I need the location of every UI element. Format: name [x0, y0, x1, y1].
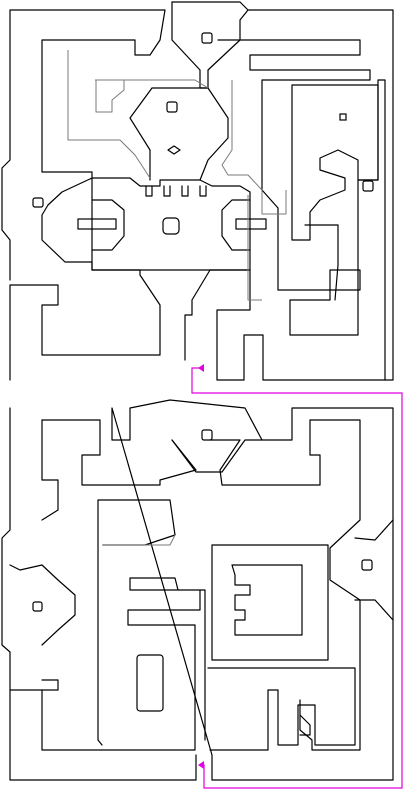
lower-e-shape: [232, 565, 302, 635]
upper-pillar-left: [33, 198, 43, 207]
upper-right-room: [292, 85, 378, 240]
lower-pillar-left: [33, 602, 42, 611]
lower-inner-loop: [42, 420, 205, 750]
upper-pillar-top: [202, 33, 212, 43]
upper-pillar-hourglass: [167, 102, 177, 112]
lower-pillar-long: [137, 655, 163, 711]
upper-inner-right-corridor: [218, 40, 385, 380]
upper-hourglass: [130, 88, 228, 180]
lower-left-bulge: [10, 565, 58, 690]
upper-pillar-hall: [163, 218, 179, 234]
upper-left-bar: [78, 219, 116, 229]
upper-left-bracket: [92, 200, 124, 250]
upper-pillar-right: [363, 181, 373, 191]
lower-secondary-outline: [103, 535, 175, 545]
lower-bottom-right-room: [208, 668, 355, 750]
upper-right-bar: [236, 219, 266, 229]
upper-ornament: [168, 146, 180, 154]
connector-arrow-lower: [198, 761, 204, 769]
lower-level-map: [2, 400, 393, 780]
upper-level-map: [2, 2, 393, 380]
upper-outer-wall-left: [2, 10, 165, 380]
lower-pillar-top: [202, 430, 212, 440]
connector-arrow-upper: [198, 364, 204, 372]
upper-top-wall: [172, 2, 248, 10]
connector-route: [192, 364, 402, 788]
upper-ribs: [146, 186, 206, 196]
connector-line: [192, 368, 402, 788]
lower-right-room: [212, 545, 328, 660]
upper-outer-wall-right: [172, 2, 393, 380]
upper-pillar-small: [340, 114, 346, 120]
lower-top-corridor: [42, 420, 360, 750]
lower-right-bulge: [355, 520, 393, 620]
lower-pillar-right: [362, 560, 372, 570]
